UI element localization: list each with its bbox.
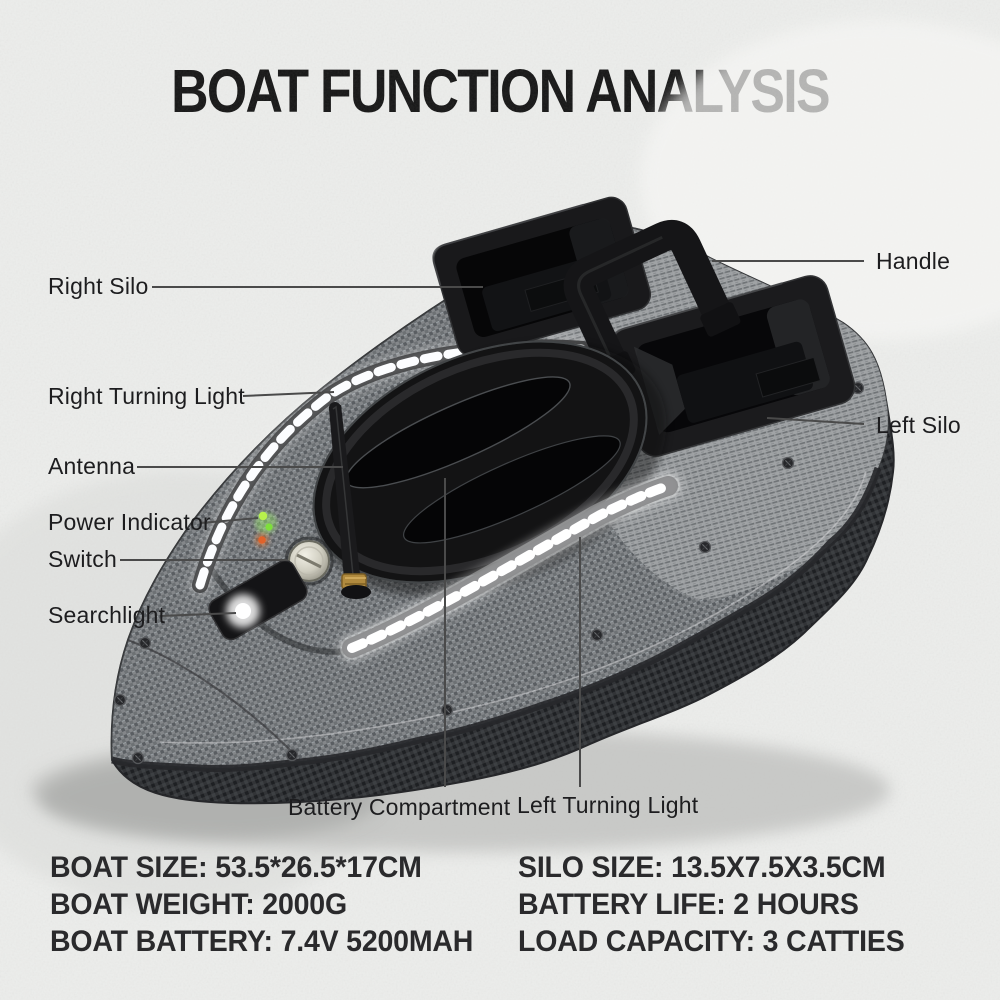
searchlight-shape: [208, 559, 308, 641]
callout-handle: Handle: [876, 248, 951, 274]
deck-inner-seam: [159, 471, 867, 744]
callout-battery-compartment: Battery Compartment: [288, 794, 511, 820]
left-silo-shape: [610, 275, 856, 457]
specs-left-column: BOAT SIZE: 53.5*26.5*17CM BOAT WEIGHT: 2…: [50, 849, 473, 960]
callout-power-indicator: Power Indicator: [48, 509, 211, 535]
leader-right-turning-light: [242, 391, 335, 397]
spec-boat-battery: BOAT BATTERY: 7.4V 5200MAH: [50, 925, 474, 958]
callout-searchlight: Searchlight: [48, 602, 166, 628]
leader-left-silo: [766, 417, 865, 425]
spec-battery-life: BATTERY LIFE: 2 HOURS: [518, 888, 859, 921]
callout-antenna: Antenna: [48, 453, 136, 479]
spec-boat-weight: BOAT WEIGHT: 2000G: [50, 888, 347, 921]
left-turning-light-strip: [337, 471, 683, 663]
leader-lines: [120, 260, 865, 787]
callout-switch: Switch: [48, 546, 117, 572]
background-wash: [640, 20, 1000, 340]
spec-boat-size: BOAT SIZE: 53.5*26.5*17CM: [50, 851, 422, 884]
power-indicator-leds: [255, 511, 277, 547]
deck-rim-seam: [111, 466, 882, 773]
callout-left-turning-light: Left Turning Light: [517, 792, 699, 818]
callout-right-silo: Right Silo: [48, 273, 149, 299]
center-recess-seam: [202, 558, 356, 655]
callout-left-silo: Left Silo: [876, 412, 961, 438]
spec-silo-size: SILO SIZE: 13.5X7.5X3.5CM: [518, 851, 886, 884]
specs-right-column: SILO SIZE: 13.5X7.5X3.5CM BATTERY LIFE: …: [518, 849, 905, 960]
callout-right-turning-light: Right Turning Light: [48, 383, 245, 409]
antenna-shape: [329, 402, 371, 599]
switch-shape: [284, 536, 334, 586]
leader-searchlight: [159, 612, 237, 617]
spec-load-capacity: LOAD CAPACITY: 3 CATTIES: [518, 925, 905, 958]
leader-power-indicator: [200, 517, 259, 524]
